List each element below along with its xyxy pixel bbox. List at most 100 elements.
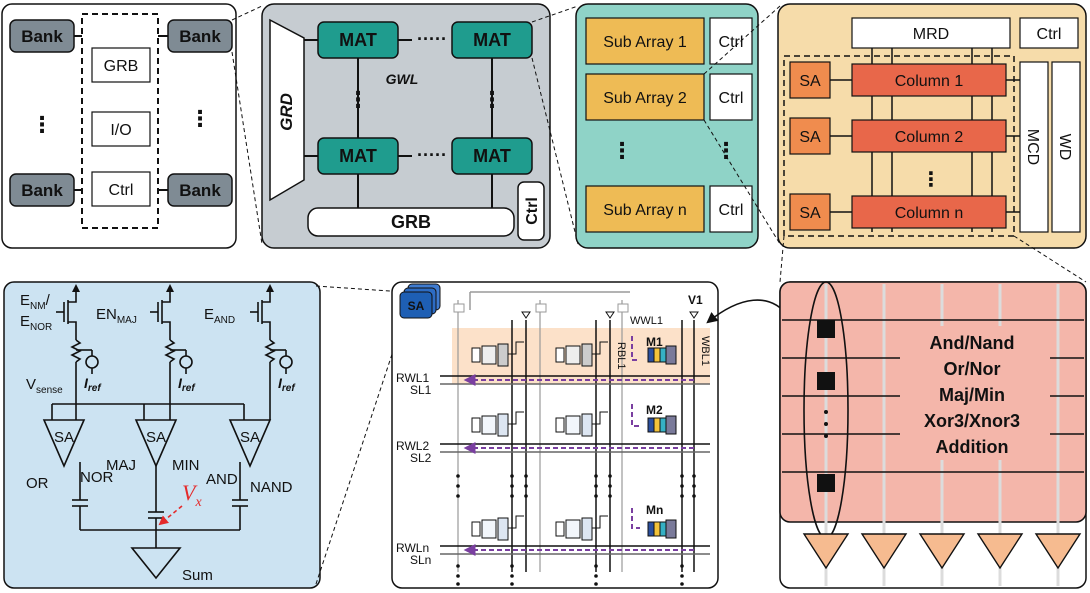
array-circuit-panel: SA V1 WWL1 RBL1 W	[391, 281, 719, 589]
column-panel: MRD Ctrl SA SA SA Colum	[777, 3, 1087, 249]
svg-text:Ctrl: Ctrl	[524, 197, 541, 225]
subarray-ctrl: Ctrl	[709, 185, 753, 233]
link-arrow	[706, 299, 789, 324]
grd-label: GRD	[277, 93, 296, 131]
mat-vdots: ⋮	[481, 87, 503, 112]
memory-cell	[555, 411, 608, 437]
sl1-label: SL1	[410, 383, 432, 397]
m2-label: M2	[646, 403, 663, 417]
mat-panel: GRD MAT MAT MAT MAT ····· ····· ⋮ ⋮ GWL	[261, 3, 551, 249]
en-nor-label: ENOR	[20, 313, 52, 333]
probe-symbols	[453, 303, 699, 319]
svg-text:Bank: Bank	[21, 181, 63, 200]
svg-text:Sum: Sum	[182, 567, 213, 584]
zoom-line	[315, 317, 405, 585]
memory-cell	[471, 341, 524, 367]
iref-label: Iref	[278, 375, 296, 394]
sense-wiring	[51, 403, 271, 548]
ctrl-block: Ctrl	[91, 171, 151, 207]
sense-amp	[1034, 533, 1082, 570]
subarray-block: Sub Array 2	[585, 73, 705, 121]
sense-amp	[802, 533, 850, 570]
zoom-line	[1013, 235, 1087, 283]
mn-label: Mn	[646, 503, 663, 517]
or-label: OR	[26, 475, 49, 492]
subarray-panel: Sub Array 1 Ctrl Sub Array 2 Ctrl ⋮ ⋮ Su…	[575, 3, 759, 249]
zoom-line	[231, 5, 263, 21]
rwl2-label: RWL2	[396, 439, 429, 453]
svg-text:Bank: Bank	[21, 27, 63, 46]
memory-cell	[471, 515, 524, 541]
svg-text:Sub Array 2: Sub Array 2	[603, 90, 687, 107]
svg-text:MAT: MAT	[473, 30, 511, 50]
svg-text:Bank: Bank	[179, 181, 221, 200]
memory-cell-m1	[647, 345, 677, 365]
svg-text:Ctrl: Ctrl	[719, 202, 744, 219]
column-vdots: ⋮	[921, 169, 941, 191]
current-path	[463, 336, 694, 556]
zoom-line	[703, 119, 781, 245]
svg-text:SA: SA	[240, 429, 260, 446]
and-label: AND	[206, 471, 238, 488]
svg-text:I/O: I/O	[110, 122, 131, 139]
svg-text:Ctrl: Ctrl	[109, 182, 134, 199]
iref-label: Iref	[84, 375, 102, 394]
mat-block: MAT	[451, 21, 533, 59]
mat-vdots: ⋮	[347, 87, 369, 112]
svg-text:SA: SA	[408, 299, 425, 313]
sense-amp	[918, 533, 966, 570]
subarray-block: Sub Array 1	[585, 17, 705, 65]
svg-text:Ctrl: Ctrl	[1037, 26, 1062, 43]
rwl1-label: RWL1	[396, 371, 429, 385]
memory-cell	[555, 341, 608, 367]
mat-block: MAT	[451, 137, 533, 175]
svg-text:Sub Array 1: Sub Array 1	[603, 34, 687, 51]
svg-text:Column 2: Column 2	[895, 129, 964, 146]
zoom-line	[531, 57, 579, 245]
gwl-label: GWL	[386, 71, 419, 87]
bank-ellipsis: ⋮	[189, 106, 211, 131]
wd-block: WD	[1051, 61, 1081, 233]
sum-amp: Sum	[130, 547, 213, 584]
ops-panel: And/Nand Or/Nor Maj/Min Xor3/Xnor3 Addit…	[779, 281, 1087, 589]
zoom-line	[315, 285, 405, 293]
svg-text:SA: SA	[54, 429, 74, 446]
svg-text:GRB: GRB	[391, 212, 431, 232]
memory-cell	[471, 411, 524, 437]
sa-block: SA	[789, 193, 831, 231]
supply-arrows	[72, 284, 274, 292]
svg-text:Column n: Column n	[895, 205, 963, 222]
zoom-line	[779, 235, 785, 283]
op-label: Xor3/Xnor3	[924, 411, 1020, 431]
bank-block: Bank	[167, 173, 233, 207]
bank-ellipsis: ⋮	[31, 112, 53, 137]
svg-text:MAT: MAT	[473, 146, 511, 166]
subarray-vdots: ⋮	[611, 138, 633, 163]
svg-text:Column 1: Column 1	[895, 73, 964, 90]
transistor-column-3	[250, 290, 293, 404]
op-label: Or/Nor	[943, 359, 1000, 379]
bank-block: Bank	[9, 19, 75, 53]
mcd-block: MCD	[1019, 61, 1049, 233]
sa-chip: SA	[399, 283, 441, 319]
mat-ctrl-block: Ctrl	[517, 181, 545, 241]
transistor-column-1	[56, 290, 99, 404]
vx-label: Vx	[182, 480, 202, 510]
subarray-ctrl: Ctrl	[709, 17, 753, 65]
cell-grid	[471, 341, 677, 541]
sense-amp	[860, 533, 908, 570]
transistor-column-2	[150, 290, 193, 404]
wwl1-label: WWL1	[630, 315, 663, 327]
mrd-block: MRD	[851, 17, 1011, 49]
en-nm-label: ENM/	[20, 292, 51, 312]
continuation-dots	[456, 474, 696, 586]
column-block: Column n	[851, 195, 1007, 229]
bank-block: Bank	[167, 19, 233, 53]
wbl1-label: WBL1	[699, 336, 711, 366]
rwln-label: RWLn	[396, 541, 429, 555]
sense-amp	[976, 533, 1024, 570]
memory-cell-mn	[647, 519, 677, 539]
svg-text:MAT: MAT	[339, 146, 377, 166]
vx-arrow	[158, 505, 183, 526]
